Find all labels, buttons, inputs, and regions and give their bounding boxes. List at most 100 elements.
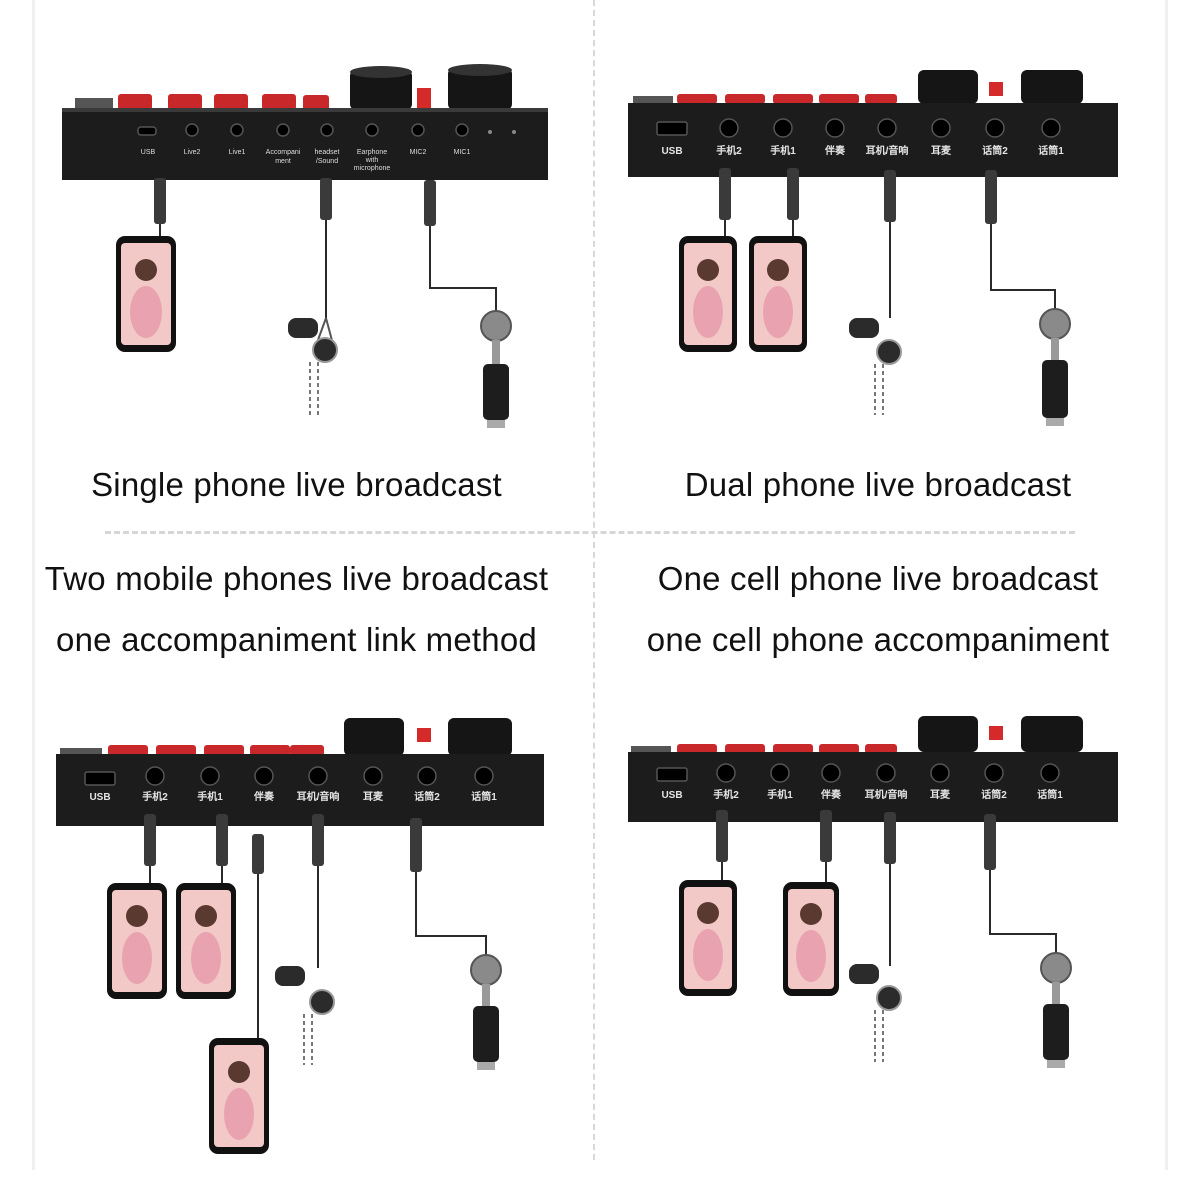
mic2-jack	[984, 763, 1004, 783]
usb-port	[137, 126, 157, 136]
smartphone	[749, 236, 807, 352]
earphones-icon	[288, 317, 338, 415]
usb-port	[656, 767, 688, 782]
earphone-jack	[931, 118, 951, 138]
mic2-jack	[417, 766, 437, 786]
phone1-plug	[787, 168, 799, 220]
smartphone	[679, 236, 737, 352]
port-label-accompaniment: 伴奏	[820, 788, 842, 801]
mic1-jack	[1041, 118, 1061, 138]
port-label-mic2: 话筒2	[414, 790, 440, 803]
top-controls	[75, 64, 512, 110]
mic1-jack	[1040, 763, 1060, 783]
accompaniment-jack	[254, 766, 274, 786]
port-label-phone2: 手机2	[713, 788, 739, 801]
port-label-mic2: 话筒2	[981, 788, 1007, 801]
port-label-mic1: MIC1	[454, 149, 471, 156]
port-label-earphone: 耳麦	[930, 788, 951, 801]
top-controls	[631, 716, 1083, 754]
caption-two-phones-line1: Two mobile phones live broadcast	[44, 560, 549, 597]
accompaniment-jack	[821, 763, 841, 783]
microphone-icon	[1040, 952, 1072, 1068]
phone2-jack	[145, 766, 165, 786]
right-edge-line	[1165, 0, 1168, 1170]
headset-plug	[312, 814, 324, 866]
smartphone	[176, 883, 236, 999]
mic-plug	[985, 170, 997, 224]
port-label-usb: USB	[661, 146, 682, 157]
phone2-plug	[716, 810, 728, 862]
smartphone	[107, 883, 167, 999]
earphone-jack	[363, 766, 383, 786]
port-label-mic2: 话筒2	[982, 144, 1008, 157]
headset-plug	[884, 812, 896, 864]
sound-card-body	[628, 103, 1118, 177]
headset-plug	[320, 178, 332, 220]
mic-plug	[984, 814, 996, 870]
port-label-earphone: Earphone	[357, 149, 387, 156]
left-edge-line	[32, 0, 35, 1170]
port-label-usb: USB	[141, 149, 156, 156]
phone1-jack	[200, 766, 220, 786]
port-label-headset-2: /Sound	[316, 158, 338, 165]
mic2-jack	[985, 118, 1005, 138]
port-label-mic1: 话筒1	[471, 790, 497, 803]
mic-plug	[424, 180, 436, 226]
accompaniment-jack	[825, 118, 845, 138]
microphone-icon	[480, 310, 512, 428]
headset-jack	[320, 123, 334, 137]
diagram-two-phones-accompaniment: USB 手机2 手机1 伴奏 耳机/音响 耳麦 话筒2 话筒1	[56, 718, 544, 1154]
port-label-headset: 耳机/音响	[865, 788, 908, 801]
port-label-phone2: 手机2	[142, 790, 168, 803]
accompaniment-plug	[252, 834, 264, 874]
phone2-jack	[716, 763, 736, 783]
usb-port	[84, 771, 116, 786]
phone1-jack	[770, 763, 790, 783]
port-label-live1: Live1	[229, 149, 246, 156]
sound-card-body	[628, 752, 1118, 822]
diagram-dual-phone: USB 手机2 手机1 伴奏 耳机/音响 耳麦 话筒2 话筒1	[628, 70, 1118, 426]
port-label-mic1: 话筒1	[1037, 788, 1063, 801]
port-label-headset: 耳机/音响	[297, 790, 340, 803]
mic-plug	[410, 818, 422, 872]
port-label-phone1: 手机1	[770, 144, 796, 157]
phone2-plug	[719, 168, 731, 220]
phone1-jack	[773, 118, 793, 138]
port-label-accompaniment-2: ment	[275, 158, 291, 165]
usb-plug	[154, 178, 166, 224]
live1-jack	[230, 123, 244, 137]
earphones-icon	[275, 966, 335, 1065]
earphones-icon	[849, 964, 902, 1062]
accompaniment-jack	[276, 123, 290, 137]
port-label-earphone-2: with	[365, 157, 379, 164]
port-label-earphone-3: microphone	[354, 165, 391, 172]
top-controls	[633, 70, 1083, 104]
caption-single-phone: Single phone live broadcast	[91, 466, 502, 503]
port-label-earphone: 耳麦	[931, 144, 952, 157]
mic1-jack	[474, 766, 494, 786]
phone2-plug	[144, 814, 156, 866]
mic2-jack	[411, 123, 425, 137]
smartphone	[116, 236, 176, 352]
caption-two-phones-line2: one accompaniment link method	[56, 621, 537, 658]
live2-jack	[185, 123, 199, 137]
port-label-headset: headset	[315, 149, 340, 156]
caption-one-phone-line1: One cell phone live broadcast	[657, 560, 1099, 597]
smartphone	[679, 880, 737, 996]
port-label-mic2: MIC2	[410, 149, 427, 156]
port-label-usb: USB	[661, 790, 682, 801]
microphone-icon	[1039, 308, 1071, 426]
diagram-one-phone-accompaniment: USB 手机2 手机1 伴奏 耳机/音响 耳麦 话筒2 话筒1	[628, 716, 1118, 1068]
port-label-phone2: 手机2	[716, 144, 742, 157]
headset-plug	[884, 170, 896, 222]
port-label-accompaniment: 伴奏	[824, 144, 846, 157]
headset-jack	[877, 118, 897, 138]
microphone-icon	[470, 954, 502, 1070]
phone2-jack	[719, 118, 739, 138]
sound-card-body	[62, 108, 548, 180]
accompaniment-plug	[820, 810, 832, 862]
earphone-jack	[365, 123, 379, 137]
horizontal-divider	[105, 531, 1075, 534]
earphone-jack	[930, 763, 950, 783]
port-label-usb: USB	[89, 792, 110, 803]
